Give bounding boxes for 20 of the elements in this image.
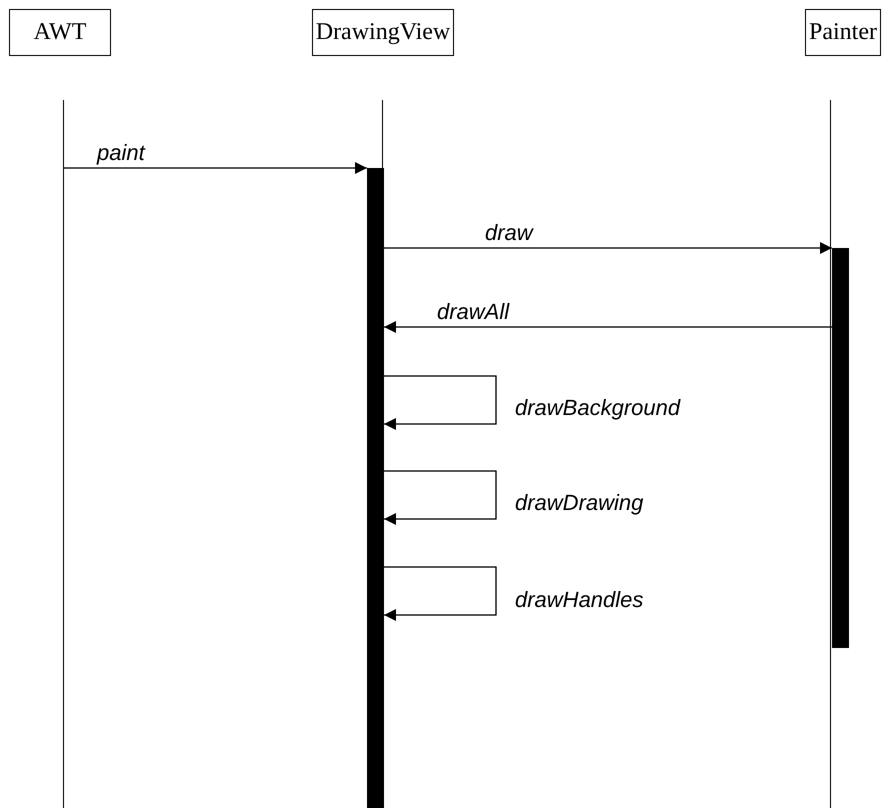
lifeline bbox=[830, 100, 831, 808]
message-label: drawAll bbox=[437, 301, 510, 323]
message-label: drawBackground bbox=[515, 397, 680, 419]
self-message-arrow bbox=[384, 470, 497, 525]
message-arrow bbox=[64, 162, 367, 174]
self-message-arrow bbox=[384, 566, 497, 621]
activation-bar bbox=[367, 168, 384, 808]
activation-bar bbox=[832, 248, 849, 648]
message-label: drawHandles bbox=[515, 589, 644, 611]
message-arrow bbox=[384, 321, 832, 333]
message-label: drawDrawing bbox=[515, 492, 644, 514]
message-arrow bbox=[384, 242, 832, 254]
lifeline-header: DrawingView bbox=[312, 9, 454, 56]
self-message-arrow bbox=[384, 375, 497, 430]
lifeline bbox=[382, 100, 383, 168]
message-label: paint bbox=[97, 142, 145, 164]
message-label: draw bbox=[485, 222, 533, 244]
lifeline bbox=[63, 100, 64, 808]
lifeline-header: AWT bbox=[9, 9, 111, 56]
lifeline-header: Painter bbox=[805, 9, 881, 56]
